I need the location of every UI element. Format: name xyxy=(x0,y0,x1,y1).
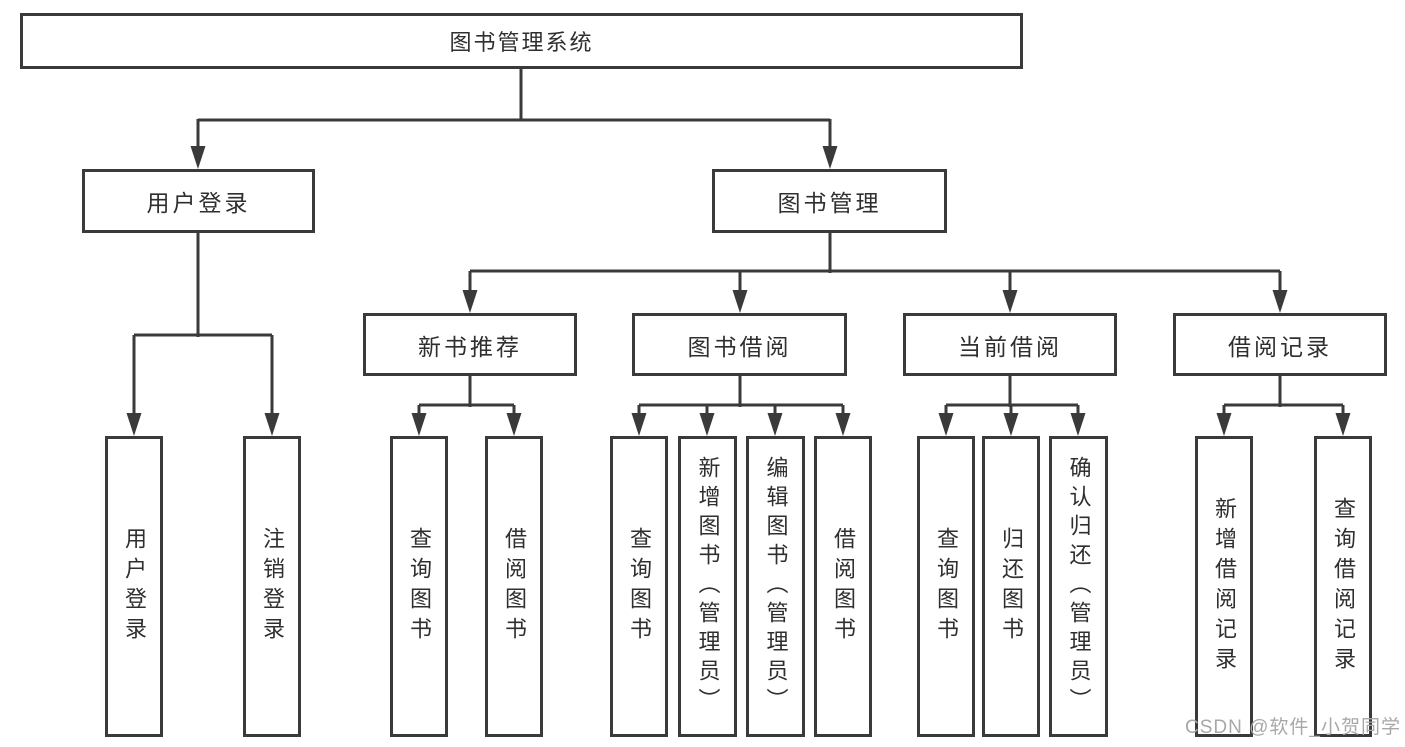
node-current-borrowing: 当前借阅 xyxy=(903,313,1117,376)
leaf-add-borrow-record: 新增借阅记录 xyxy=(1195,436,1253,737)
leaf-query-books-2: 查询图书 xyxy=(610,436,668,737)
leaf-query-borrow-record: 查询借阅记录 xyxy=(1314,436,1372,737)
leaf-logout: 注销登录 xyxy=(243,436,301,737)
node-book-borrowing: 图书借阅 xyxy=(632,313,847,376)
leaf-borrow-books: 借阅图书 xyxy=(485,436,543,737)
watermark: CSDN @软件_小贺同学 xyxy=(1185,717,1401,738)
leaf-return-books: 归还图书 xyxy=(982,436,1040,737)
node-borrowing-records: 借阅记录 xyxy=(1173,313,1387,376)
leaf-borrow-books-2: 借阅图书 xyxy=(814,436,872,737)
node-new-book-recommendation: 新书推荐 xyxy=(363,313,577,376)
leaf-user-login: 用户登录 xyxy=(105,436,163,737)
leaf-query-books-3: 查询图书 xyxy=(917,436,975,737)
leaf-query-books: 查询图书 xyxy=(390,436,448,737)
node-user-login: 用户登录 xyxy=(82,169,315,233)
node-library-management-system: 图书管理系统 xyxy=(20,13,1023,69)
node-book-management: 图书管理 xyxy=(712,169,947,233)
leaf-add-books-admin: 新增图书（管理员） xyxy=(678,436,737,737)
leaf-edit-books-admin: 编辑图书（管理员） xyxy=(746,436,805,737)
leaf-confirm-return-admin: 确认归还（管理员） xyxy=(1049,436,1108,737)
